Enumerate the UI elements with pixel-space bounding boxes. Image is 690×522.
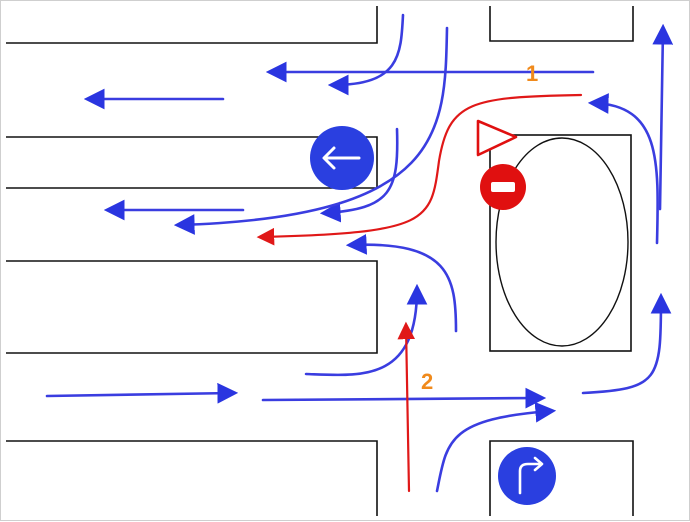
roundabout-island [495,137,629,347]
arrow-left-icon [322,146,361,170]
roundabout-island-block [489,134,632,352]
flow-arrow-turn-down-west [319,127,399,223]
block-top-right [489,6,634,42]
no-entry-sign [480,164,526,210]
flow-arrow-east-turn-north [304,283,428,377]
arrow-up-right-icon [518,456,544,495]
flow-arrow-east-main [261,387,547,409]
flow-arrow-into-roundabout [587,93,659,245]
flow-arrow-top-turn-west [327,13,405,96]
flow-arrow-from-north-west [173,26,449,235]
block-left-middle [6,136,378,189]
flow-arrow-east-straight [45,382,239,404]
yield-sign [476,119,518,157]
route-1-path [256,93,583,246]
flow-arrow-right-up-top [652,23,674,211]
block-top-left [6,6,378,44]
flow-arrow-right-up [581,292,672,395]
flow-arrow-roundabout-exit-west [345,233,458,333]
white-bar-icon [491,182,515,192]
route-2-label: 2 [421,369,433,394]
route-1-label: 1 [526,61,538,86]
block-bottom-right [489,440,634,516]
flow-arrow-from-south-east [435,401,557,493]
block-left-lower [6,260,378,354]
block-bottom-left [6,440,378,516]
keep-left-sign [310,126,374,190]
route-2-path [397,321,416,493]
turn-right-sign [498,447,556,505]
